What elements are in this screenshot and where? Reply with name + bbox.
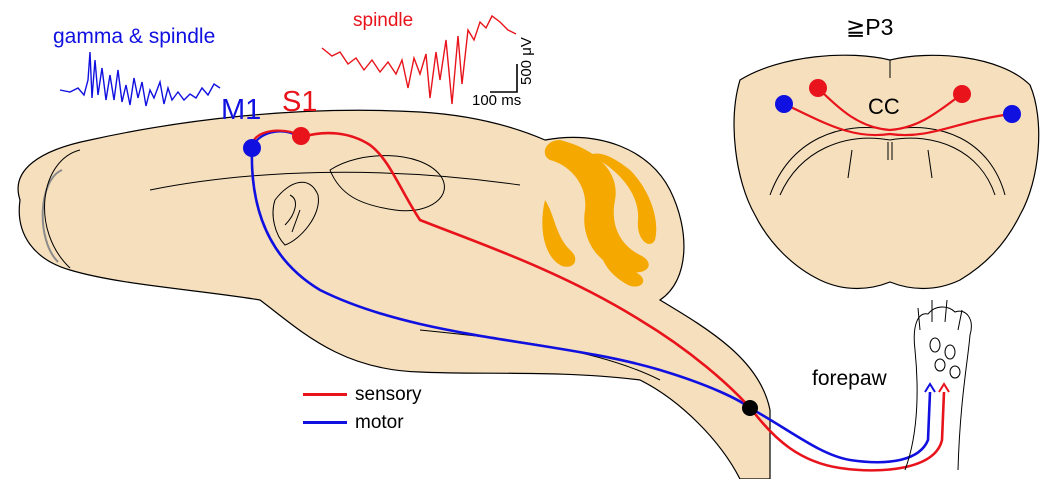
spinal-node — [742, 400, 758, 416]
scale-time-label: 100 ms — [472, 93, 521, 108]
forepaw-outline — [905, 307, 971, 470]
forepaw-pad — [930, 338, 940, 352]
coronal-section — [734, 55, 1039, 288]
legend-swatch-motor — [303, 421, 347, 424]
scale-amplitude-label: 500 μV — [519, 37, 534, 85]
m1-label: M1 — [221, 96, 261, 125]
legend-item-sensory: sensory — [303, 385, 422, 404]
age-label: ≧P3 — [846, 16, 893, 39]
legend-swatch-sensory — [303, 393, 347, 396]
motor-trace-label: gamma & spindle — [53, 26, 215, 47]
s1-node — [292, 127, 310, 145]
forepaw-label: forepaw — [812, 368, 887, 389]
m1-node — [243, 139, 261, 157]
coronal-sensory-node-left — [809, 79, 827, 97]
forepaw — [905, 300, 971, 470]
forepaw-pad — [945, 345, 955, 359]
motor-trace — [60, 52, 220, 106]
sensory-terminal — [939, 384, 949, 392]
cc-label: CC — [868, 96, 900, 118]
sensory-trace — [322, 16, 516, 104]
scale-bar — [490, 64, 517, 92]
coronal-sensory-node-right — [953, 85, 971, 103]
legend-label-motor: motor — [355, 413, 404, 432]
forepaw-pad — [950, 366, 960, 378]
legend-label-sensory: sensory — [355, 385, 422, 404]
coronal-motor-node-right — [1003, 105, 1021, 123]
motor-terminal — [925, 384, 935, 392]
forepaw-pad — [935, 359, 945, 371]
legend-item-motor: motor — [303, 413, 404, 432]
forepaw-digits — [918, 300, 962, 330]
s1-label: S1 — [282, 88, 317, 117]
sensory-trace-label: spindle — [353, 11, 413, 30]
coronal-motor-node-left — [775, 95, 793, 113]
